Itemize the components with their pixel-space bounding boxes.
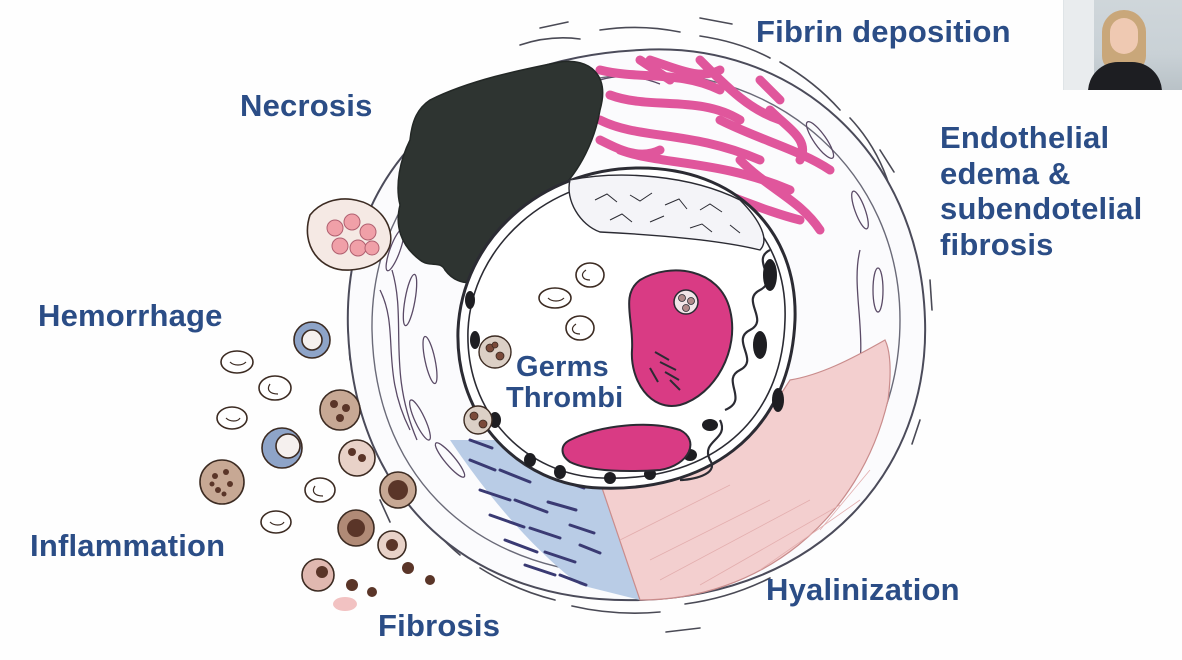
fibrin-deposition-label: Fibrin deposition (756, 14, 1011, 49)
thrombus-fibrin-strands (649, 351, 681, 391)
hemorrhage-label: Hemorrhage (38, 298, 223, 333)
hemorrhage-fragment (333, 597, 357, 611)
fibrosis-label: Fibrosis (378, 608, 501, 643)
presenter-body (1088, 62, 1162, 90)
adventitial-cell-nuclei (326, 213, 380, 257)
hemorrhage-rbcs (216, 350, 336, 534)
endothelial-label-line-3: subendotelial (940, 191, 1143, 227)
endothelial-label-line-1: Endothelial (940, 120, 1110, 155)
video-background-wall (1064, 0, 1094, 90)
germs-in-lumen (538, 262, 605, 341)
necrosis-label: Necrosis (240, 88, 373, 123)
thrombus (628, 269, 734, 407)
endothelial-label-line-2: edema & (940, 155, 1071, 191)
germs-label: Germs (516, 351, 609, 383)
thrombus-lower (561, 423, 692, 473)
endothelial-edema-region (568, 174, 765, 251)
endothelial-label-line-4: fibrosis (940, 226, 1054, 262)
hyalinization-label: Hyalinization (766, 572, 960, 607)
internal-elastic-lamina (467, 177, 786, 479)
endothelial-nuclei (465, 259, 784, 484)
presenter-video-thumbnail[interactable] (1063, 0, 1182, 90)
thrombi-label: Thrombi (506, 382, 624, 414)
endothelial-label: Endothelial edema & subendotelial fibros… (940, 120, 1175, 263)
presenter-face (1110, 18, 1138, 54)
vessel-lumen (456, 166, 797, 490)
inflammation-label: Inflammation (30, 528, 226, 563)
hyalinization-hatching (619, 469, 871, 586)
